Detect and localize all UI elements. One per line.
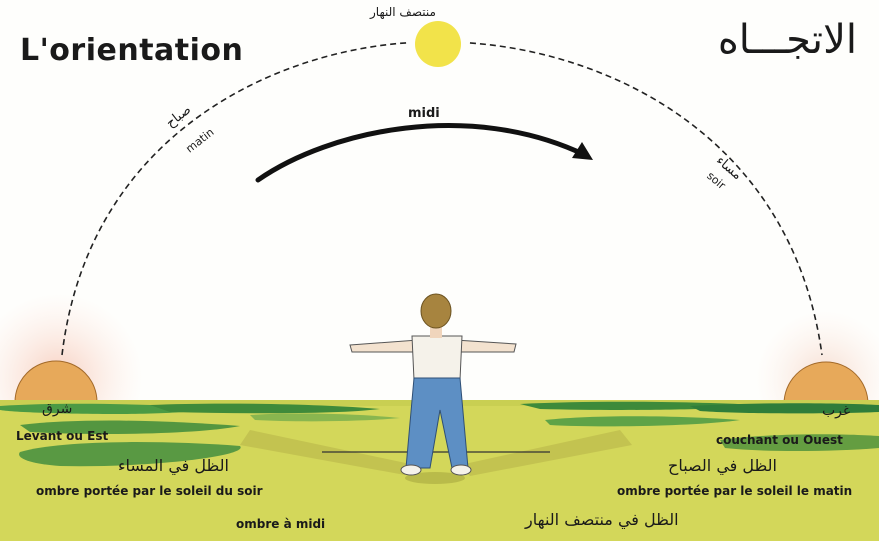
- page-title-arabic: الاتجـــاه: [718, 20, 857, 60]
- grass-patch: [690, 403, 879, 413]
- morning-shadow-label: ombre portée par le soleil le matin: [617, 485, 852, 497]
- west-label-arabic: غرب: [822, 404, 850, 418]
- page-title: L'orientation: [20, 36, 243, 66]
- noon-label-arabic: منتصف النهار: [370, 6, 436, 18]
- morning-shadow-label-arabic: الظل في الصباح: [668, 458, 777, 474]
- evening-shadow-label-arabic: الظل في المساء: [118, 458, 229, 474]
- noon-label: midi: [408, 107, 440, 120]
- sun-motion-arrow: [258, 126, 585, 180]
- evening-shadow-label: ombre portée par le soleil du soir: [36, 485, 263, 497]
- east-label: Levant ou Est: [16, 430, 108, 442]
- noon-sun: [415, 21, 461, 67]
- west-label: couchant ou Ouest: [716, 434, 843, 446]
- east-label-arabic: شرق: [42, 402, 72, 416]
- noon-shadow-label: ombre à midi: [236, 518, 325, 530]
- noon-shadow-label-arabic: الظل في منتصف النهار: [525, 512, 679, 528]
